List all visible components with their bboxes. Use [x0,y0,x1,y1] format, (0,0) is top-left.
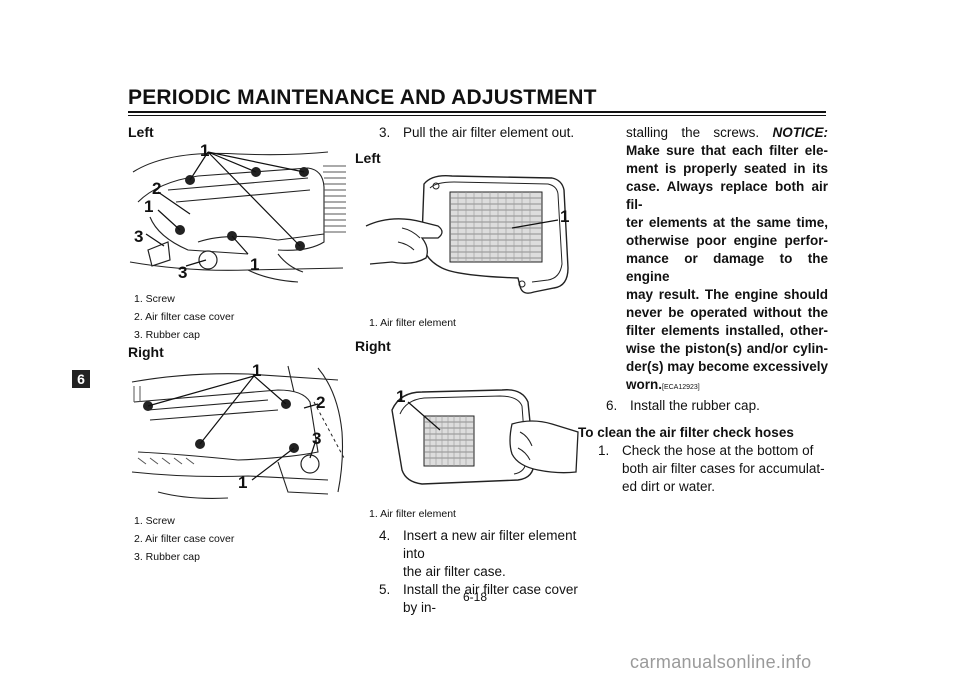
notice-label: NOTICE: [772,125,829,140]
air-filter-element-right-drawing: 1 [391,387,579,485]
step-number: 4. [379,528,391,543]
legend-item: 1. Air filter element [369,508,456,520]
header-rule-thin [128,115,826,116]
callout-2: 2 [316,393,325,412]
fig3-heading: Left [355,150,381,166]
step-number: 1. [598,443,610,458]
notice-line: never be operated without the [626,305,828,320]
callout-3: 3 [312,429,321,448]
air-filter-element-left-drawing: 1 [365,174,569,294]
chapter-tab: 6 [72,370,90,388]
step-5: 5. Install the air filter case cover by … [379,581,589,617]
step-3: 3. Pull the air filter element out. [379,124,589,142]
step-text-line: the air filter case. [403,564,506,579]
fig3-legend: 1. Air filter element [369,314,456,332]
callout-2: 2 [152,179,161,198]
step-number: 5. [379,582,391,597]
legend-item: 1. Screw [134,515,175,527]
notice-line: der(s) may become excessively [626,359,828,374]
notice-line: wise the piston(s) and/or cylin- [626,341,828,356]
step-number: 6. [606,398,618,413]
fig1-legend: 1. Screw 2. Air filter case cover 3. Rub… [134,290,234,344]
air-filter-left-cover-figure: 1 2 1 3 3 1 [128,142,350,284]
page-title: PERIODIC MAINTENANCE AND ADJUSTMENT [128,86,597,109]
notice-text: Make sure that each filter ele- ment is … [602,142,828,397]
legend-item: 3. Rubber cap [134,329,200,341]
notice-line: mance or damage to the engine [626,251,828,284]
fig4-legend: 1. Air filter element [369,505,456,523]
header-rule [128,111,826,113]
callout-1-top: 1 [252,362,261,380]
step-text-line: Check the hose at the bottom of [622,443,814,458]
step-1: 1. Check the hose at the bottom of both … [598,442,828,496]
legend-item: 2. Air filter case cover [134,533,235,545]
fig2-legend: 1. Screw 2. Air filter case cover 3. Rub… [134,512,234,566]
fig4-heading: Right [355,338,391,354]
continued-text: stalling the screws. NOTICE: [602,124,828,142]
notice-line: ter elements at the same time, [626,215,828,230]
air-filter-left-cover-drawing: 1 2 1 3 3 1 [129,142,346,283]
step-6: 6. Install the rubber cap. [606,397,828,415]
page-number: 6-18 [463,590,488,604]
callout-3-bottom: 3 [178,263,187,282]
air-filter-right-cover-figure: 1 2 3 1 [128,362,350,504]
callout-1: 1 [396,387,405,406]
callout-1: 1 [560,207,569,226]
continued-line: stalling the screws. [626,125,760,140]
fig2-heading: Right [128,344,164,360]
air-filter-element-right-figure: 1 [362,362,584,504]
notice-line: ment is properly seated in its [626,161,828,176]
callout-1-left: 1 [144,197,153,216]
step-text-line: both air filter cases for accumulat- [622,461,825,476]
air-filter-right-cover-drawing: 1 2 3 1 [131,362,345,499]
legend-item: 1. Air filter element [369,317,456,329]
notice-last-line: worn.[ECA12923] [626,376,828,397]
step-text-line: Install the air filter case cover by in- [403,582,578,615]
callout-1-bottom: 1 [238,473,247,492]
callout-1-bottom: 1 [250,255,259,274]
notice-line: otherwise poor engine perfor- [626,233,828,248]
callout-3-left: 3 [134,227,143,246]
notice-line: filter elements installed, other- [626,323,828,338]
notice-last-word: worn. [626,377,662,392]
step-text: Install the rubber cap. [630,398,760,413]
notice-line: may result. The engine should [626,287,828,302]
notice-line: Make sure that each filter ele- [626,143,828,158]
legend-item: 2. Air filter case cover [134,311,235,323]
step-text-line: ed dirt or water. [622,479,716,494]
legend-item: 1. Screw [134,293,175,305]
caution-code: [ECA12923] [662,384,700,391]
notice-line: case. Always replace both air fil- [626,179,828,212]
fig1-heading: Left [128,124,154,140]
right-column: stalling the screws. NOTICE: Make sure t… [578,124,828,496]
step-text-line: Insert a new air filter element into [403,528,577,561]
legend-item: 3. Rubber cap [134,551,200,563]
section-title: To clean the air filter check hoses [578,425,794,440]
step-number: 3. [379,125,391,140]
step-4: 4. Insert a new air filter element into … [379,527,589,581]
watermark: carmanualsonline.info [630,652,812,672]
air-filter-element-left-figure: 1 [362,168,584,310]
steps-4-5: 4. Insert a new air filter element into … [379,527,589,617]
callout-1-top: 1 [200,142,209,160]
step-text: Pull the air filter element out. [403,125,575,140]
